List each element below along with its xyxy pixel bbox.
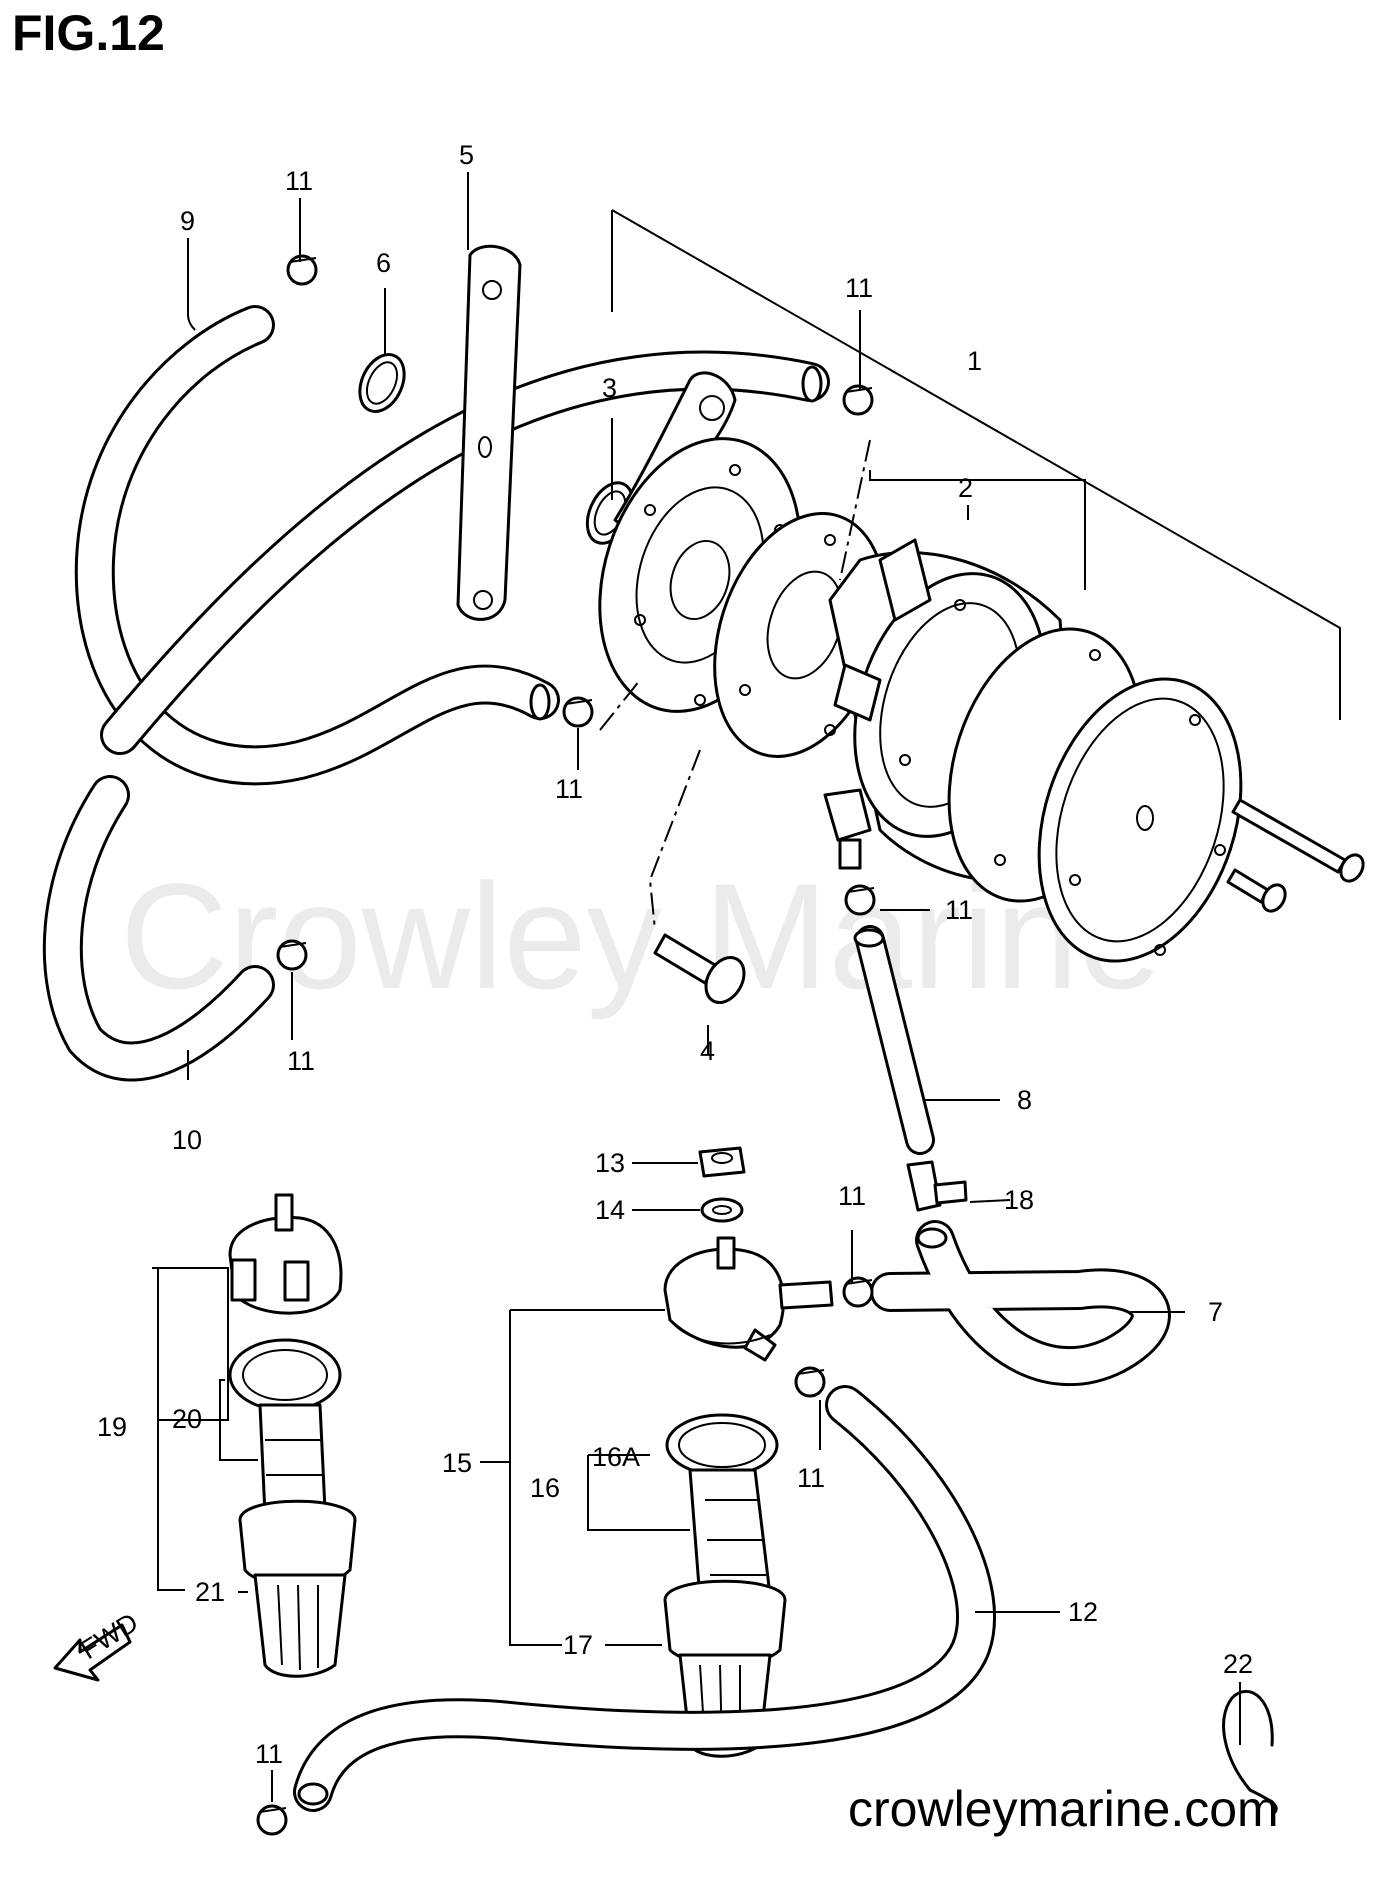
hose-clamp[interactable]: [276, 939, 308, 971]
filter-element-16[interactable]: [665, 1413, 779, 1602]
callouts: 1 2 3 4 5 6 7 8 9 10 11 11 11 11 11 11 1…: [97, 140, 1253, 1769]
callout-18: 18: [1004, 1185, 1034, 1215]
callout-16: 16: [530, 1473, 560, 1503]
callout-5: 5: [459, 140, 474, 170]
hose-8[interactable]: [853, 925, 935, 1155]
clip-22[interactable]: [1222, 1689, 1278, 1814]
filter-cup-21[interactable]: [238, 1499, 357, 1678]
callout-11-d: 11: [945, 895, 973, 925]
hose-clamp[interactable]: [794, 1366, 826, 1398]
callout-10: 10: [172, 1125, 202, 1155]
callout-20: 20: [172, 1404, 202, 1434]
callout-6: 6: [376, 248, 391, 278]
hose-clamp[interactable]: [842, 1276, 874, 1308]
callout-2: 2: [958, 473, 973, 503]
callout-15: 15: [442, 1448, 472, 1478]
callout-11-c: 11: [555, 774, 583, 804]
bracket-5[interactable]: [456, 244, 522, 621]
callout-11-g: 11: [797, 1463, 825, 1493]
callout-12: 12: [1068, 1597, 1098, 1627]
callout-3: 3: [602, 373, 617, 403]
callout-22: 22: [1223, 1649, 1253, 1679]
fuel-filter-19[interactable]: [228, 1193, 343, 1315]
callout-17: 17: [563, 1630, 593, 1660]
callout-11-f: 11: [838, 1181, 866, 1211]
hose-clamp[interactable]: [256, 1804, 288, 1836]
hose-clamp[interactable]: [286, 254, 318, 286]
callout-14: 14: [595, 1195, 625, 1225]
hose-12[interactable]: [293, 1385, 996, 1812]
fuel-filter-15[interactable]: [663, 1236, 834, 1362]
screw-short[interactable]: [1226, 868, 1290, 915]
callout-9: 9: [180, 206, 195, 236]
assembly-lines: [599, 439, 871, 931]
callout-4: 4: [700, 1036, 715, 1066]
hose-9[interactable]: [74, 305, 830, 786]
callout-11-a: 11: [285, 166, 313, 196]
bolt-4[interactable]: [653, 933, 752, 1009]
o-ring-6[interactable]: [351, 347, 413, 418]
nut-13[interactable]: [698, 1146, 746, 1178]
figure-title: FIG.12: [12, 5, 165, 61]
callout-11-b: 11: [845, 273, 873, 303]
fuel-pump-assembly[interactable]: [566, 371, 1275, 987]
callout-19: 19: [97, 1412, 127, 1442]
callout-16a: 16A: [592, 1442, 640, 1472]
callout-7: 7: [1208, 1297, 1223, 1327]
website-link[interactable]: crowleymarine.com: [848, 1781, 1279, 1837]
callout-11-e: 11: [287, 1046, 315, 1076]
washer-14[interactable]: [700, 1197, 744, 1223]
hose-clamp[interactable]: [562, 696, 594, 728]
joint-18[interactable]: [906, 1160, 968, 1212]
hose-7[interactable]: [870, 1220, 1171, 1387]
fwd-arrow-icon: FWD: [53, 1607, 143, 1682]
screw-long[interactable]: [1231, 798, 1368, 885]
callout-11-h: 11: [255, 1739, 283, 1769]
callout-8: 8: [1017, 1085, 1032, 1115]
hose-clamp[interactable]: [844, 884, 876, 916]
callout-1: 1: [967, 346, 982, 376]
leader-lines: [152, 172, 1341, 1802]
filter-element-20[interactable]: [228, 1338, 342, 1517]
callout-21: 21: [195, 1577, 225, 1607]
callout-13: 13: [595, 1148, 625, 1178]
hose-10[interactable]: [42, 775, 275, 1082]
hose-clamp[interactable]: [842, 384, 874, 416]
